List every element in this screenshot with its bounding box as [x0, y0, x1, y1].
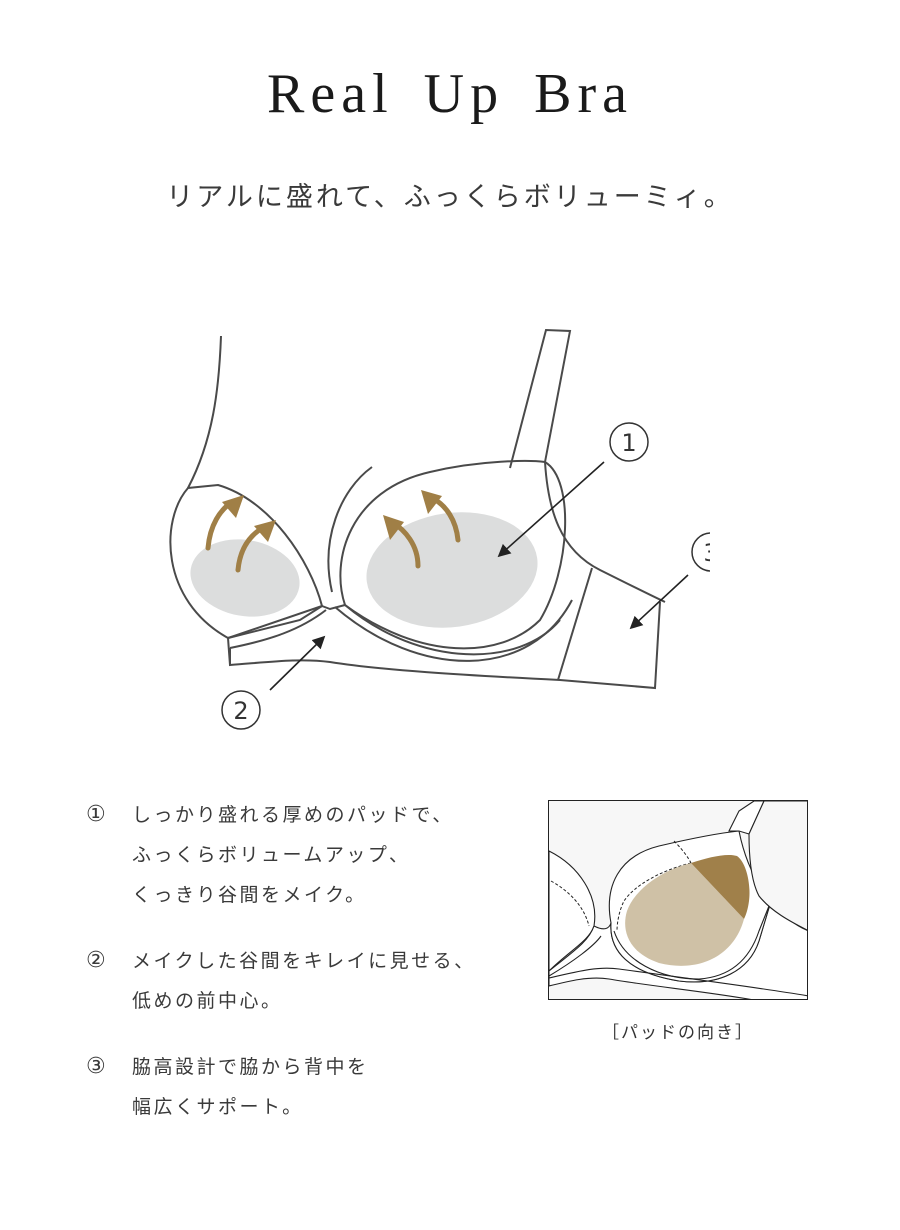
subtitle: リアルに盛れて、ふっくらボリューミィ。 — [166, 182, 734, 213]
feature-line: 幅広くサポート。 — [132, 1096, 304, 1118]
feature-item-3: ③ 脇高設計で脇から背中を 幅広くサポート。 — [86, 1047, 526, 1127]
feature-number: ① — [86, 802, 106, 827]
feature-description: 脇高設計で脇から背中を 幅広くサポート。 — [132, 1047, 369, 1127]
svg-text:3: 3 — [703, 539, 710, 567]
feature-description: メイクした谷間をキレイに見せる、 低めの前中心。 — [132, 941, 476, 1021]
callout-2-circle — [221, 690, 261, 730]
feature-line: 脇高設計で脇から背中を — [132, 1056, 369, 1078]
callout-1-circle — [609, 422, 649, 462]
feature-number: ② — [86, 948, 106, 973]
feature-line: くっきり谷間をメイク。 — [132, 884, 367, 906]
feature-number: ③ — [86, 1054, 106, 1079]
feature-item-2: ② メイクした谷間をキレイに見せる、 低めの前中心。 — [86, 941, 526, 1021]
svg-text:2: 2 — [233, 697, 248, 725]
feature-line: しっかり盛れる厚めのパッドで、 — [132, 804, 454, 826]
pad-orientation-caption: ［パッドの向き］ — [602, 1023, 754, 1043]
page-title: Real Up Bra — [267, 63, 633, 125]
feature-list: ① しっかり盛れる厚めのパッドで、 ふっくらボリュームアップ、 くっきり谷間をメ… — [86, 795, 526, 1153]
pad-light-region — [625, 863, 744, 966]
svg-text:1: 1 — [621, 429, 636, 457]
pad-orientation-illustration — [548, 800, 808, 1000]
feature-line: メイクした谷間をキレイに見せる、 — [132, 950, 476, 972]
feature-item-1: ① しっかり盛れる厚めのパッドで、 ふっくらボリュームアップ、 くっきり谷間をメ… — [86, 795, 526, 915]
pad-dark-region — [691, 854, 750, 919]
feature-line: 低めの前中心。 — [132, 990, 283, 1012]
left-pad-shape — [190, 539, 300, 617]
feature-description: しっかり盛れる厚めのパッドで、 ふっくらボリュームアップ、 くっきり谷間をメイク… — [132, 795, 454, 915]
bra-illustration: 1 2 3 — [150, 320, 731, 740]
feature-line: ふっくらボリュームアップ、 — [132, 844, 411, 866]
